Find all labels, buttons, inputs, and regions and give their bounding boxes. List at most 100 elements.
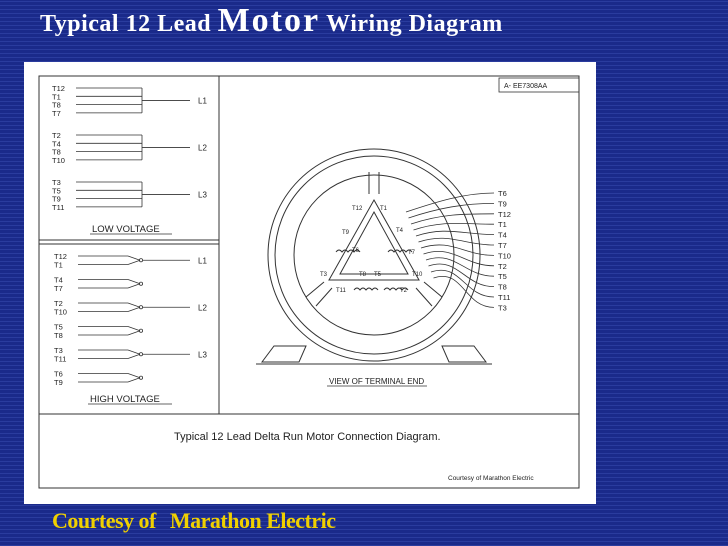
motor-lead-line	[413, 222, 495, 231]
title-part-3: Wiring Diagram	[326, 11, 503, 37]
motor-lead-label: T6	[498, 189, 507, 198]
coil-left	[335, 249, 361, 253]
hv-lead-label: T8	[54, 331, 63, 340]
diagram-caption: Typical 12 Lead Delta Run Motor Connecti…	[174, 431, 441, 443]
motor-lead-label: T9	[498, 199, 507, 208]
motor-lead-label: T5	[498, 272, 507, 281]
motor-lead-line	[415, 230, 495, 237]
footer-part-2: Marathon Electric	[169, 508, 336, 533]
motor-lead-label: T11	[498, 293, 510, 302]
slot-right	[415, 281, 443, 307]
motor-lead-line	[420, 244, 495, 256]
motor-lead-label: T8	[498, 283, 507, 292]
title-part-2: Motor	[217, 2, 321, 39]
winding-label-t8: T8	[359, 272, 367, 278]
motor-frame-inner	[274, 155, 474, 355]
hv-join-line	[127, 259, 141, 265]
hv-join-line	[127, 279, 141, 285]
diagram-courtesy: Courtesy of Marathon Electric	[448, 475, 534, 482]
hv-lead-label: T6	[54, 370, 63, 379]
high-voltage-label: HIGH VOLTAGE	[90, 394, 160, 405]
winding-label-t3: T3	[320, 272, 328, 278]
hv-lead-label: T5	[54, 323, 63, 332]
hv-line-label: L3	[198, 350, 207, 359]
slot-left	[305, 281, 333, 307]
delta-winding-inner	[339, 210, 409, 275]
hv-join-line	[127, 326, 141, 332]
hv-lead-label: T3	[54, 346, 63, 355]
motor-lead-label: T2	[498, 262, 507, 271]
lv-line-label: L2	[198, 143, 207, 152]
motor-lead-line	[423, 250, 495, 267]
hv-join-line	[127, 330, 141, 336]
hv-lead-label: T7	[54, 284, 63, 293]
motor-lead-line	[418, 237, 495, 246]
hv-join-line	[127, 302, 141, 308]
winding-label-t4: T4	[396, 228, 404, 234]
motor-terminal-view	[256, 148, 492, 365]
lv-lead-label: T10	[52, 156, 65, 165]
motor-lead-line	[410, 213, 495, 225]
lv-lead-label: T8	[52, 101, 61, 110]
coil-bottom-left	[353, 287, 379, 291]
motor-lead-label: T7	[498, 241, 507, 250]
hv-junction	[139, 375, 144, 380]
hv-join-line	[127, 283, 141, 289]
motor-lead-lines	[405, 192, 495, 308]
delta-winding-outline	[328, 198, 420, 281]
hv-lead-label: T12	[54, 252, 67, 261]
hv-lead-label: T10	[54, 308, 67, 317]
winding-label-t2: T2	[400, 288, 408, 294]
stator-ring	[293, 174, 455, 336]
hv-line-label: L1	[198, 256, 207, 265]
hv-junction	[139, 328, 144, 333]
coil-right	[387, 249, 413, 253]
motor-lead-label: T12	[498, 210, 511, 219]
hv-join-line	[127, 349, 141, 355]
motor-lead-label: T3	[498, 303, 507, 312]
motor-lead-line	[428, 263, 495, 287]
motor-foot-right	[441, 345, 487, 363]
winding-label-t7: T7	[408, 250, 416, 256]
hv-join-line	[127, 373, 141, 379]
winding-label-t9: T9	[342, 230, 350, 236]
wiring-diagram: A- EE7308AA T12T1T8T7L1T2T4T8T10L2T3T5T9…	[38, 75, 580, 489]
lv-lead-label: T5	[52, 186, 61, 195]
coil-bottom-right	[383, 287, 409, 291]
lv-lead-label: T9	[52, 195, 61, 204]
winding-label-t6: T6	[352, 248, 360, 254]
motor-lead-line	[433, 276, 495, 308]
motor-frame-outer	[267, 148, 481, 362]
lv-lead-label: T1	[52, 92, 61, 101]
lv-line-label: L3	[198, 190, 207, 199]
title-part-1: Typical 12 Lead	[40, 11, 212, 37]
lv-lead-label: T3	[52, 178, 61, 187]
hv-junction	[139, 305, 144, 310]
terminal-view-label: VIEW OF TERMINAL END	[329, 377, 424, 386]
lv-lead-label: T4	[52, 139, 61, 148]
motor-lead-line	[430, 269, 495, 298]
hv-lead-label: T9	[54, 378, 63, 387]
slide-footer: Courtesy of Marathon Electric	[52, 508, 336, 534]
motor-lead-label: T4	[498, 231, 507, 240]
motor-foot-left	[261, 345, 307, 363]
hv-junction	[139, 258, 144, 263]
footer-part-1: Courtesy of	[52, 508, 156, 533]
slot-top	[368, 172, 380, 194]
winding-label-t1: T1	[380, 206, 388, 212]
caption-border	[38, 413, 580, 489]
winding-label-t5: T5	[374, 272, 382, 278]
hv-lead-label: T1	[54, 261, 63, 270]
drawing-number: A- EE7308AA	[504, 83, 548, 90]
lv-lead-label: T8	[52, 148, 61, 157]
hv-lead-label: T4	[54, 276, 63, 285]
winding-label-t11: T11	[336, 288, 347, 294]
winding-labels: T12 T1 T9 T4 T6 T7 T3 T10 T8 T5 T11 T2	[320, 206, 423, 294]
lv-lead-label: T7	[52, 109, 61, 118]
low-voltage-label: LOW VOLTAGE	[92, 224, 160, 235]
hv-join-line	[127, 377, 141, 383]
